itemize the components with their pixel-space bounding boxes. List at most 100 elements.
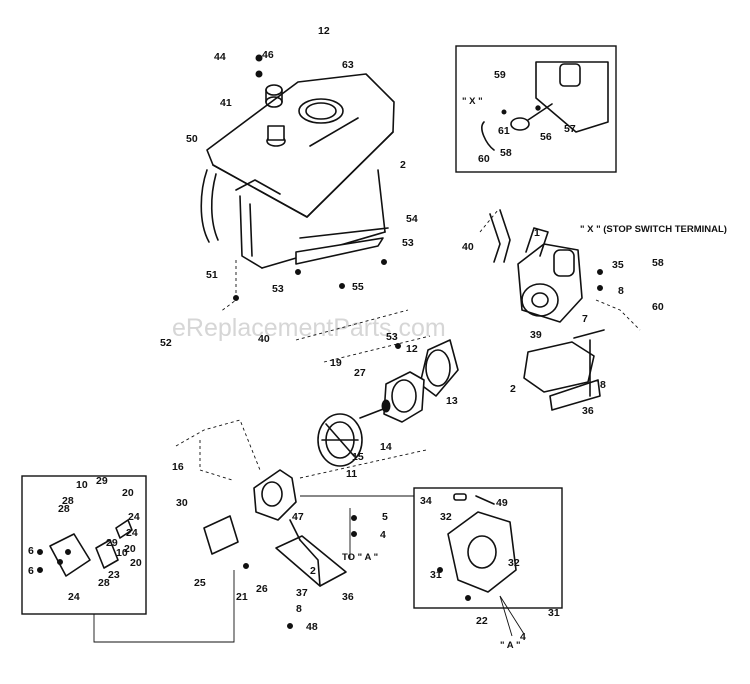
part-label: 40 bbox=[462, 241, 474, 253]
muffler bbox=[523, 329, 605, 411]
part-label: 12 bbox=[406, 343, 418, 355]
part-label: 10 bbox=[76, 479, 88, 491]
part-label: 39 bbox=[530, 329, 542, 341]
part-label: 4 bbox=[380, 529, 386, 541]
part-label: 26 bbox=[256, 583, 268, 595]
part-label: 1 bbox=[534, 227, 540, 239]
part-label: 13 bbox=[446, 395, 458, 407]
engine bbox=[489, 209, 583, 323]
part-label: 34 bbox=[420, 495, 432, 507]
x-detail-note: " X " bbox=[462, 96, 483, 107]
mounting-foot bbox=[275, 519, 347, 587]
part-label: 60 bbox=[652, 301, 664, 313]
part-label: 56 bbox=[540, 131, 552, 143]
part-label: 21 bbox=[236, 591, 248, 603]
rotor-assembly bbox=[359, 339, 459, 423]
part-label: 24 bbox=[126, 527, 138, 539]
part-label: 29 bbox=[106, 537, 118, 549]
part-label: 28 bbox=[62, 495, 74, 507]
watermark-text: eReplacementParts.com bbox=[172, 314, 446, 342]
part-label: 11 bbox=[346, 468, 357, 480]
part-label: 48 bbox=[306, 621, 318, 633]
part-label: 35 bbox=[612, 259, 624, 271]
part-label: 50 bbox=[186, 133, 198, 145]
fuel-tank bbox=[206, 73, 395, 218]
part-label: 14 bbox=[380, 441, 392, 453]
part-label: 15 bbox=[352, 451, 364, 463]
part-label: 46 bbox=[262, 49, 274, 61]
part-label: 36 bbox=[342, 591, 354, 603]
part-label: 53 bbox=[272, 283, 284, 295]
part-label: 49 bbox=[496, 497, 508, 509]
part-label: 22 bbox=[476, 615, 488, 627]
part-label: 6 bbox=[28, 545, 34, 557]
frame bbox=[200, 169, 389, 269]
part-label: 7 bbox=[582, 313, 588, 325]
part-label: 25 bbox=[194, 577, 206, 589]
part-label: 6 bbox=[28, 565, 34, 577]
part-label: 40 bbox=[258, 333, 270, 345]
part-label: 28 bbox=[98, 577, 110, 589]
part-label: 5 bbox=[382, 511, 388, 523]
part-label: 8 bbox=[600, 379, 606, 391]
part-label: 28 bbox=[58, 503, 70, 515]
stop-switch-note: " X " (STOP SWITCH TERMINAL) bbox=[580, 224, 727, 235]
leader-lines bbox=[93, 209, 641, 643]
part-label: 61 bbox=[498, 125, 510, 137]
part-label: 32 bbox=[508, 557, 520, 569]
part-label: 53 bbox=[386, 331, 398, 343]
part-label: 8 bbox=[618, 285, 624, 297]
part-label: 31 bbox=[548, 607, 560, 619]
part-label: 12 bbox=[318, 25, 330, 37]
panel-plate bbox=[203, 515, 239, 555]
control-panel bbox=[49, 519, 133, 577]
detail-box-end-housing bbox=[413, 487, 563, 609]
part-label: 47 bbox=[292, 511, 304, 523]
part-label: 59 bbox=[494, 69, 506, 81]
part-label: 55 bbox=[352, 281, 364, 293]
part-label: 37 bbox=[296, 587, 308, 599]
part-label: 41 bbox=[220, 97, 232, 109]
part-label: 57 bbox=[564, 123, 576, 135]
part-label: 52 bbox=[160, 337, 172, 349]
part-label: 36 bbox=[582, 405, 594, 417]
part-label: 58 bbox=[652, 257, 664, 269]
part-label: 24 bbox=[68, 591, 80, 603]
a-mark-note: " A " bbox=[500, 640, 520, 651]
part-label: 53 bbox=[402, 237, 414, 249]
part-label: 24 bbox=[128, 511, 140, 523]
stator bbox=[317, 413, 363, 467]
part-label: 2 bbox=[400, 159, 406, 171]
part-label: 19 bbox=[330, 357, 342, 369]
part-label: 23 bbox=[108, 569, 120, 581]
part-label: 30 bbox=[176, 497, 188, 509]
part-label: 44 bbox=[214, 51, 226, 63]
part-label: 31 bbox=[430, 569, 442, 581]
part-label: 20 bbox=[130, 557, 142, 569]
part-label: 51 bbox=[206, 269, 218, 281]
part-label: 2 bbox=[310, 565, 316, 577]
part-label: 63 bbox=[342, 59, 354, 71]
end-housing bbox=[447, 493, 517, 593]
part-label: 32 bbox=[440, 511, 452, 523]
part-label: 54 bbox=[406, 213, 418, 225]
part-label: 2 bbox=[510, 383, 516, 395]
part-label: 8 bbox=[296, 603, 302, 615]
part-label: 20 bbox=[122, 487, 134, 499]
part-label: 20 bbox=[124, 543, 136, 555]
to-a-note: TO " A " bbox=[342, 552, 378, 563]
part-labels: 44 46 12 63 41 50 2 54 53 53 55 51 40 52… bbox=[28, 25, 664, 643]
detail-box-x bbox=[455, 45, 617, 173]
part-label: 4 bbox=[520, 631, 526, 643]
detail-box-control-panel bbox=[21, 475, 147, 615]
hardware bbox=[37, 54, 603, 629]
stop-switch-detail bbox=[481, 61, 609, 151]
part-label: 16 bbox=[172, 461, 184, 473]
part-label: 58 bbox=[500, 147, 512, 159]
part-label: 27 bbox=[354, 367, 366, 379]
part-label: 60 bbox=[478, 153, 490, 165]
part-label: 29 bbox=[96, 475, 108, 487]
part-label: 10 bbox=[116, 547, 128, 559]
rear-bearing-carrier bbox=[253, 469, 297, 521]
